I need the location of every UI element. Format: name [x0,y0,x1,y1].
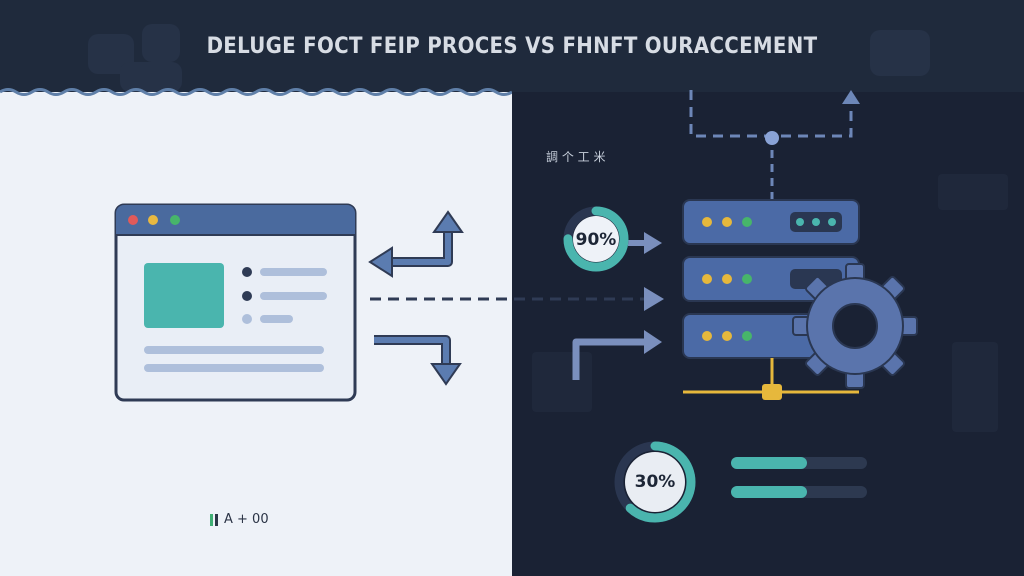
gauge-bottom-label: 30% [634,472,676,492]
header-bar [0,0,1024,92]
input-arrow [572,338,646,380]
window-close-dot [128,215,138,225]
gear-icon [792,263,918,389]
browser-window-icon [114,203,357,402]
status-bars [731,457,867,498]
background-decoration [532,352,592,412]
gauge-arrow [644,232,662,254]
header-decoration [870,30,930,76]
gauge-top-label: 90% [575,230,617,250]
footer-text: A + 00 [224,512,269,527]
background-decoration [938,174,1008,210]
background-decoration [952,342,998,432]
page-title: DELUGE FOCT FEIP PROCES VS FHNFT OURACCE… [206,34,818,59]
header-decoration [142,24,180,62]
progress-gauge-bottom [614,441,696,523]
server-label: 調 个 工 米 [546,150,606,164]
signal-bars-icon [210,513,218,526]
panel-wave-divider [0,88,512,96]
header-decoration [120,62,182,92]
window-minimize-dot [148,215,158,225]
request-arrow [374,335,451,366]
response-arrow [389,228,453,267]
progress-gauge-top [563,206,629,272]
window-maximize-dot [170,215,180,225]
image-placeholder [144,263,224,328]
footer-caption: A + 00 [210,512,269,527]
feedback-loop [689,90,860,200]
